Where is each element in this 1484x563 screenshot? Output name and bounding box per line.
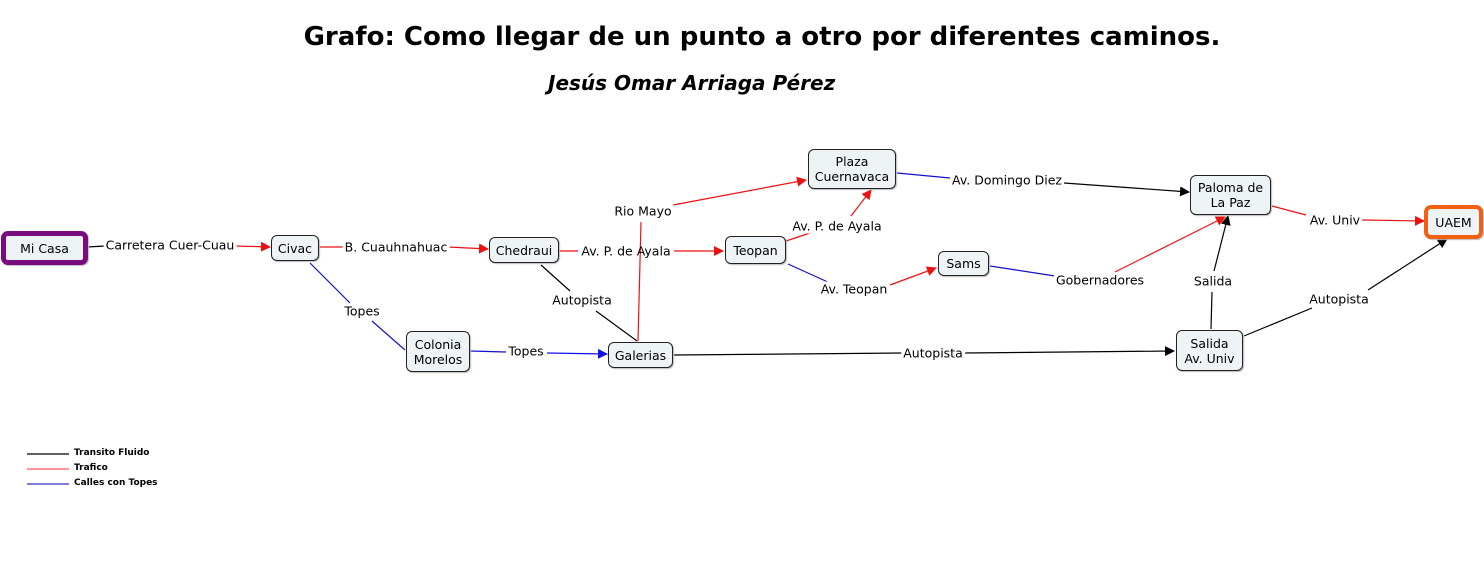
edge-line: [371, 320, 406, 351]
edge-line: [469, 350, 507, 353]
edge-line: [1210, 291, 1213, 330]
edge-label: Salida: [1191, 273, 1235, 289]
node-mi-casa[interactable]: Mi Casa: [1, 231, 88, 265]
edge-label: Av. P. de Ayala: [581, 243, 671, 259]
edge-line: [447, 243, 489, 254]
edge-label: Autopista: [901, 345, 965, 361]
node-label: Colonia: [414, 336, 462, 352]
edge-label: Av. P. de Ayala: [790, 218, 884, 234]
edge-line: [963, 346, 1175, 357]
edge-line: [1213, 215, 1231, 272]
node-teopan[interactable]: Teopan: [725, 236, 786, 264]
page-title: Grafo: Como llegar de un punto a otro po…: [303, 22, 1221, 52]
edge-label: Av. Domingo Diez: [950, 172, 1064, 188]
node-label: Paloma de: [1197, 180, 1264, 195]
legend-topes-label: Calles con Topes: [74, 478, 158, 488]
edge-line: [86, 245, 106, 248]
edge-line: [540, 264, 571, 292]
edge-line: [309, 262, 351, 304]
node-label: Teopan: [733, 242, 778, 258]
node-label: Civac: [277, 240, 313, 256]
edge-label: Av. Teopan: [818, 281, 890, 297]
edge-label: Carretera Cuer-Cuau: [103, 237, 237, 253]
edge-label: Av. Univ: [1307, 212, 1363, 228]
edge-line: [1063, 182, 1190, 197]
edge-line: [637, 221, 642, 342]
node-label: Galerias: [614, 347, 667, 363]
node-label: Mi Casa: [20, 240, 69, 256]
edge-label: Gobernadores: [1053, 272, 1147, 288]
node-sams[interactable]: Sams: [938, 251, 989, 276]
edge-line: [989, 265, 1056, 277]
legend-trafico-label: Trafico: [74, 463, 108, 473]
edge-line: [1271, 205, 1307, 216]
author-name: Jesús Omar Arriaga Pérez: [548, 71, 836, 95]
node-label: Chedraui: [495, 242, 553, 258]
edge-label: B. Cuauhnahuac: [342, 239, 450, 255]
edge-line: [787, 263, 831, 284]
node-civac[interactable]: Civac: [271, 235, 319, 261]
edge-line: [1367, 238, 1448, 291]
legend-fluido-label: Transito Fluido: [74, 448, 150, 458]
node-label: Av. Univ: [1184, 350, 1235, 366]
edge-line: [889, 266, 937, 286]
edge-line: [850, 189, 872, 217]
node-label: Sams: [946, 256, 981, 271]
edge-label: Autopista: [1307, 291, 1371, 307]
edge-label: Topes: [342, 303, 382, 319]
node-label: La Paz: [1210, 195, 1251, 210]
edge-line: [235, 241, 271, 252]
edge-line: [1243, 307, 1313, 337]
edge-line: [1114, 216, 1226, 273]
node-label: Plaza: [835, 154, 869, 169]
edge-label: Autopista: [550, 292, 614, 308]
edge-line: [785, 232, 811, 242]
edge-line: [595, 310, 638, 342]
edge-line: [1361, 215, 1425, 226]
node-label: Salida: [1190, 335, 1229, 351]
edge-line: [546, 348, 608, 359]
node-chedraui[interactable]: Chedraui: [489, 237, 559, 263]
node-label: UAEM: [1435, 214, 1472, 230]
node-label: Morelos: [413, 351, 463, 367]
edge-label: Rio Mayo: [612, 203, 674, 219]
node-galerias[interactable]: Galerias: [608, 342, 673, 368]
edge-line: [672, 176, 807, 206]
edge-line: [896, 172, 951, 179]
edge-label: Topes: [506, 343, 546, 359]
node-uaem[interactable]: UAEM: [1424, 205, 1483, 239]
edge-line: [673, 352, 903, 356]
node-label: Cuernavaca: [814, 169, 890, 184]
